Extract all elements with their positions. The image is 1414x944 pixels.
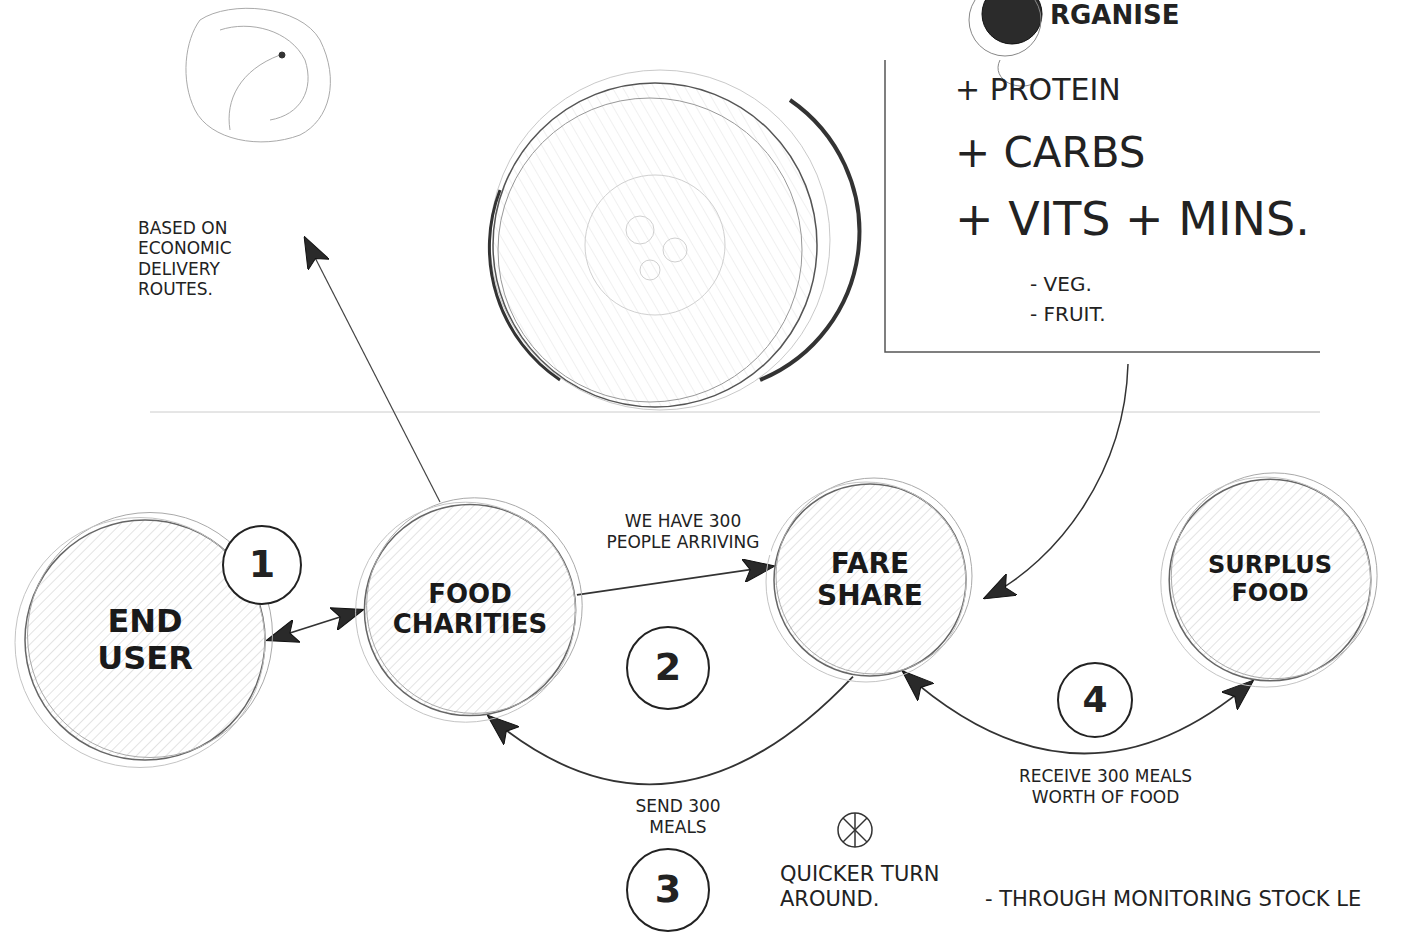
edge-label: SEND 300 MEALS <box>620 795 736 840</box>
callout-number: 3 <box>626 848 710 932</box>
note-text: - VEG. <box>1030 272 1092 296</box>
note-text: + PROTEIN <box>955 72 1121 108</box>
node-label: END USER <box>80 603 210 677</box>
node-text-wrap: FOOD CHARITIES <box>360 500 580 720</box>
node-text-wrap: SURPLUS FOOD <box>1165 475 1375 685</box>
callout-number: 4 <box>1057 662 1133 738</box>
node-label: FARE SHARE <box>800 548 940 612</box>
flow-arrow <box>268 610 362 640</box>
circle-node: SURPLUS FOOD <box>1165 475 1375 685</box>
page-rule <box>150 412 1320 413</box>
list-frame <box>885 60 1320 352</box>
globe-scribble <box>186 8 330 142</box>
note-text: QUICKER TURN AROUND. <box>780 862 950 912</box>
callout-number: 2 <box>626 626 710 710</box>
star-symbol <box>838 813 872 847</box>
node-text-wrap: FARE SHARE <box>770 480 970 680</box>
note-text: BASED ON ECONOMIC DELIVERY ROUTES. <box>138 218 288 300</box>
note-text: - THROUGH MONITORING STOCK LE <box>985 887 1361 912</box>
node-label: FOOD CHARITIES <box>375 580 565 640</box>
edge-label: RECEIVE 300 MEALS WORTH OF FOOD <box>1015 765 1196 810</box>
leader-arrow <box>305 238 440 502</box>
note-text: - FRUIT. <box>1030 302 1106 326</box>
flow-arrow <box>577 566 773 595</box>
leader-arrow <box>985 364 1128 598</box>
note-text: + VITS + MINS. <box>955 192 1310 247</box>
edge-label: WE HAVE 300 PEOPLE ARRIVING <box>595 510 771 555</box>
circle-node: FOOD CHARITIES <box>360 500 580 720</box>
callout-number: 1 <box>222 525 302 605</box>
note-text: RGANISE <box>1050 0 1179 31</box>
node-label: SURPLUS FOOD <box>1195 552 1345 607</box>
plate-sketch <box>489 70 859 410</box>
note-text: + CARBS <box>955 128 1146 178</box>
circle-node: FARE SHARE <box>770 480 970 680</box>
